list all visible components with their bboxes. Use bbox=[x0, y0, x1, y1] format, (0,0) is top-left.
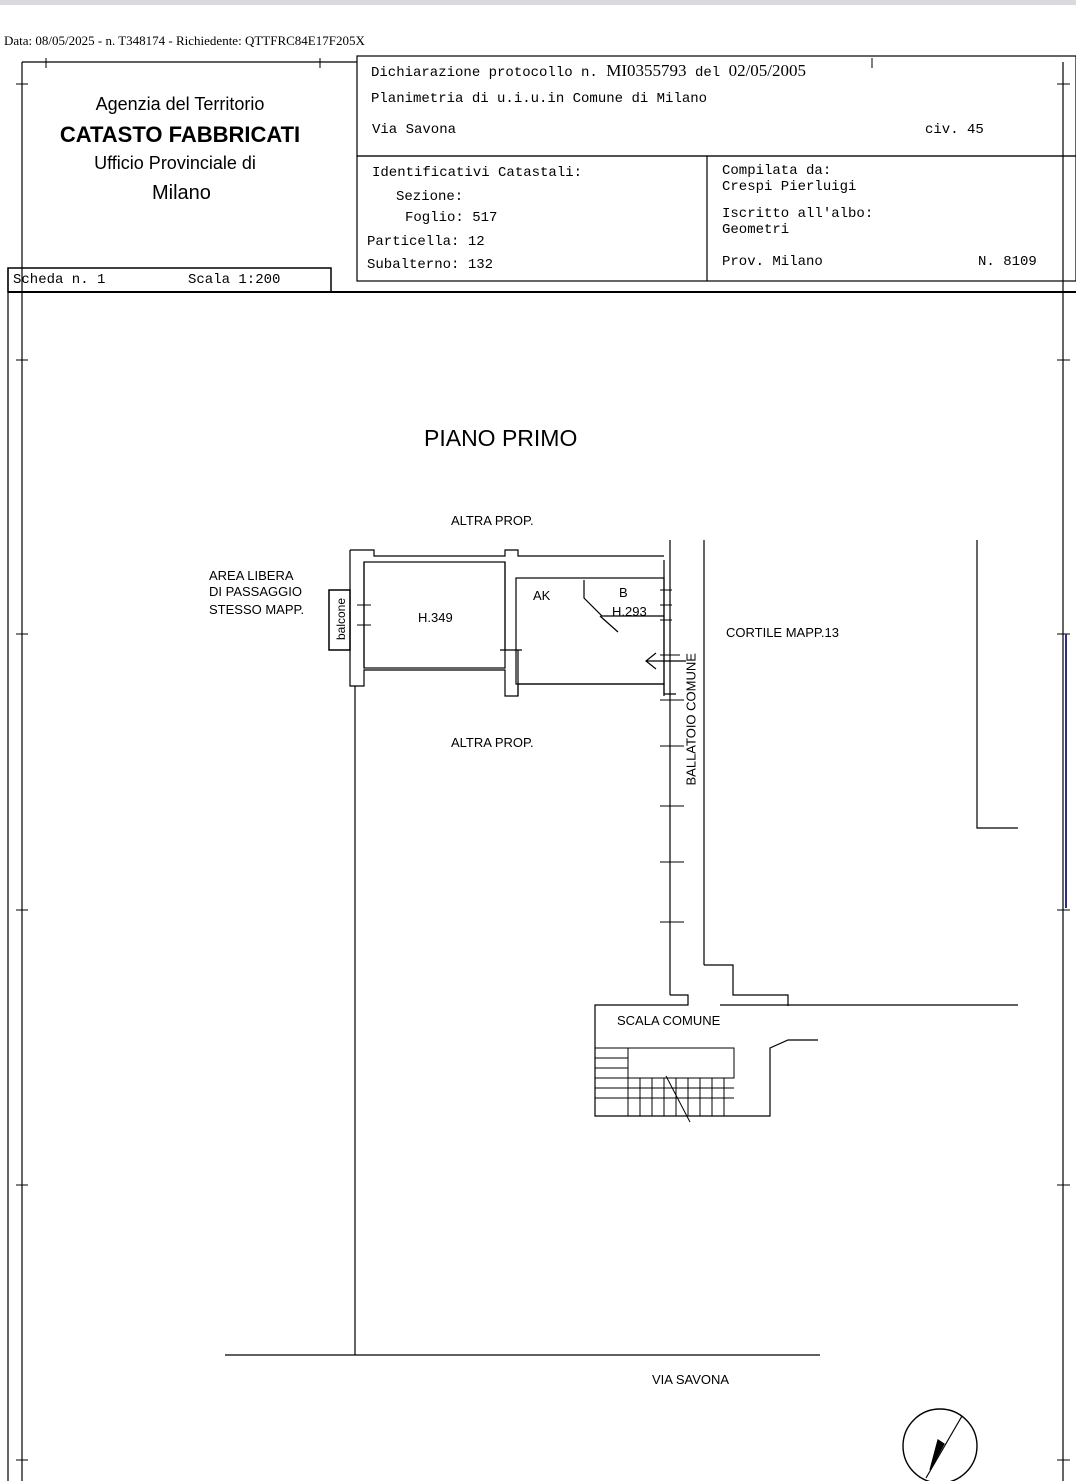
altra-prop-bottom-label: ALTRA PROP. bbox=[451, 735, 534, 750]
particella-value: Particella: 12 bbox=[367, 234, 485, 250]
street-name: Via Savona bbox=[372, 122, 457, 138]
compilata-name: Crespi Pierluigi bbox=[722, 179, 857, 195]
area-libera-line3: STESSO MAPP. bbox=[209, 602, 305, 617]
plan-title: PIANO PRIMO bbox=[424, 425, 578, 451]
ufficio-city: Milano bbox=[152, 182, 211, 204]
viewer-top-bar bbox=[0, 0, 1076, 5]
room-b-label: B bbox=[619, 585, 628, 600]
foglio-value: Foglio: 517 bbox=[405, 210, 498, 226]
scheda-label: Scheda n. 1 bbox=[13, 272, 106, 288]
window-marks bbox=[357, 589, 684, 923]
stair-drawing bbox=[595, 1047, 735, 1123]
altra-prop-top-label: ALTRA PROP. bbox=[451, 513, 534, 528]
header-identifiers-box bbox=[356, 155, 1076, 282]
planimetry-line: Planimetria di u.i.u.in Comune di Milano bbox=[371, 91, 708, 107]
scala-comune-label: SCALA COMUNE bbox=[617, 1013, 721, 1028]
province-label: Prov. Milano bbox=[722, 254, 823, 270]
via-savona-label: VIA SAVONA bbox=[652, 1372, 730, 1387]
compilata-label: Compilata da: bbox=[722, 163, 832, 179]
scala-label: Scala 1:200 bbox=[188, 272, 281, 288]
declaration-number: MI0355793 bbox=[606, 61, 687, 80]
balcony-outline bbox=[328, 589, 351, 651]
iscritto-value: Geometri bbox=[722, 222, 790, 238]
civic-number: civ. 45 bbox=[925, 122, 984, 138]
albo-number: N. 8109 bbox=[978, 254, 1037, 270]
area-libera-line2: DI PASSAGGIO bbox=[209, 584, 302, 599]
compass-needle bbox=[925, 1415, 963, 1479]
compass-arrow bbox=[929, 1439, 945, 1471]
area-libera-line1: AREA LIBERA bbox=[209, 568, 294, 583]
declaration-line: Dichiarazione protocollo n. MI0355793 de… bbox=[371, 61, 806, 81]
entry-arrow-head bbox=[645, 652, 657, 670]
room-ak-label: AK bbox=[533, 588, 551, 603]
ufficio-label: Ufficio Provinciale di bbox=[94, 153, 256, 173]
room-height-bath: H.293 bbox=[612, 604, 647, 619]
document-meta-line: Data: 08/05/2025 - n. T348174 - Richiede… bbox=[4, 33, 365, 48]
ballatoio-label: BALLATOIO COMUNE bbox=[683, 653, 699, 786]
declaration-date: 02/05/2005 bbox=[728, 61, 807, 80]
identificativi-title: Identificativi Catastali: bbox=[372, 165, 583, 181]
balcone-label: balcone bbox=[334, 597, 348, 641]
compass-circle bbox=[902, 1408, 978, 1481]
iscritto-label: Iscritto all'albo: bbox=[722, 206, 874, 222]
scheda-box bbox=[7, 267, 332, 293]
frame-ticks bbox=[16, 58, 1070, 1461]
declaration-del: del bbox=[694, 65, 721, 81]
sezione-label: Sezione: bbox=[396, 189, 464, 205]
catasto-title: CATASTO FABBRICATI bbox=[59, 122, 301, 147]
declaration-label: Dichiarazione protocollo n. bbox=[371, 65, 598, 81]
unit-walls bbox=[225, 540, 1018, 1356]
agency-name: Agenzia del Territorio bbox=[95, 94, 265, 114]
cortile-label: CORTILE MAPP.13 bbox=[726, 625, 839, 640]
subalterno-value: Subalterno: 132 bbox=[367, 257, 494, 273]
room-height-main: H.349 bbox=[418, 610, 453, 625]
